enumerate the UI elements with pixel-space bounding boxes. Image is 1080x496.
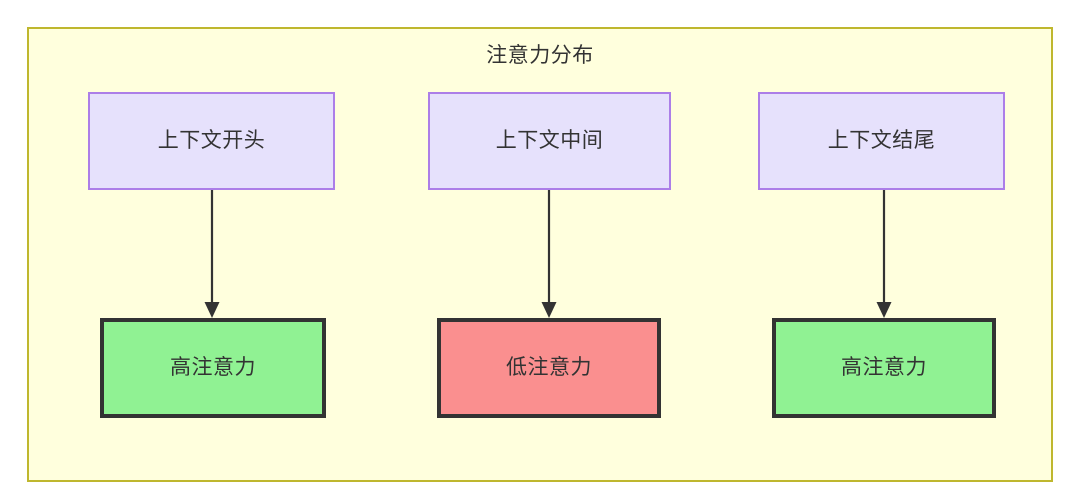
node-attention-middle[interactable]: 低注意力 (437, 318, 661, 418)
node-label: 上下文中间 (495, 129, 604, 153)
node-context-start[interactable]: 上下文开头 (88, 92, 335, 190)
node-context-middle[interactable]: 上下文中间 (428, 92, 671, 190)
node-label: 低注意力 (506, 356, 592, 380)
node-label: 高注意力 (170, 356, 256, 380)
node-attention-start[interactable]: 高注意力 (100, 318, 326, 418)
subgraph-title: 注意力分布 (486, 44, 594, 67)
node-attention-end[interactable]: 高注意力 (772, 318, 996, 418)
node-label: 上下文开头 (157, 129, 266, 153)
node-label: 高注意力 (841, 356, 927, 380)
node-label: 上下文结尾 (827, 129, 936, 153)
node-context-end[interactable]: 上下文结尾 (758, 92, 1005, 190)
